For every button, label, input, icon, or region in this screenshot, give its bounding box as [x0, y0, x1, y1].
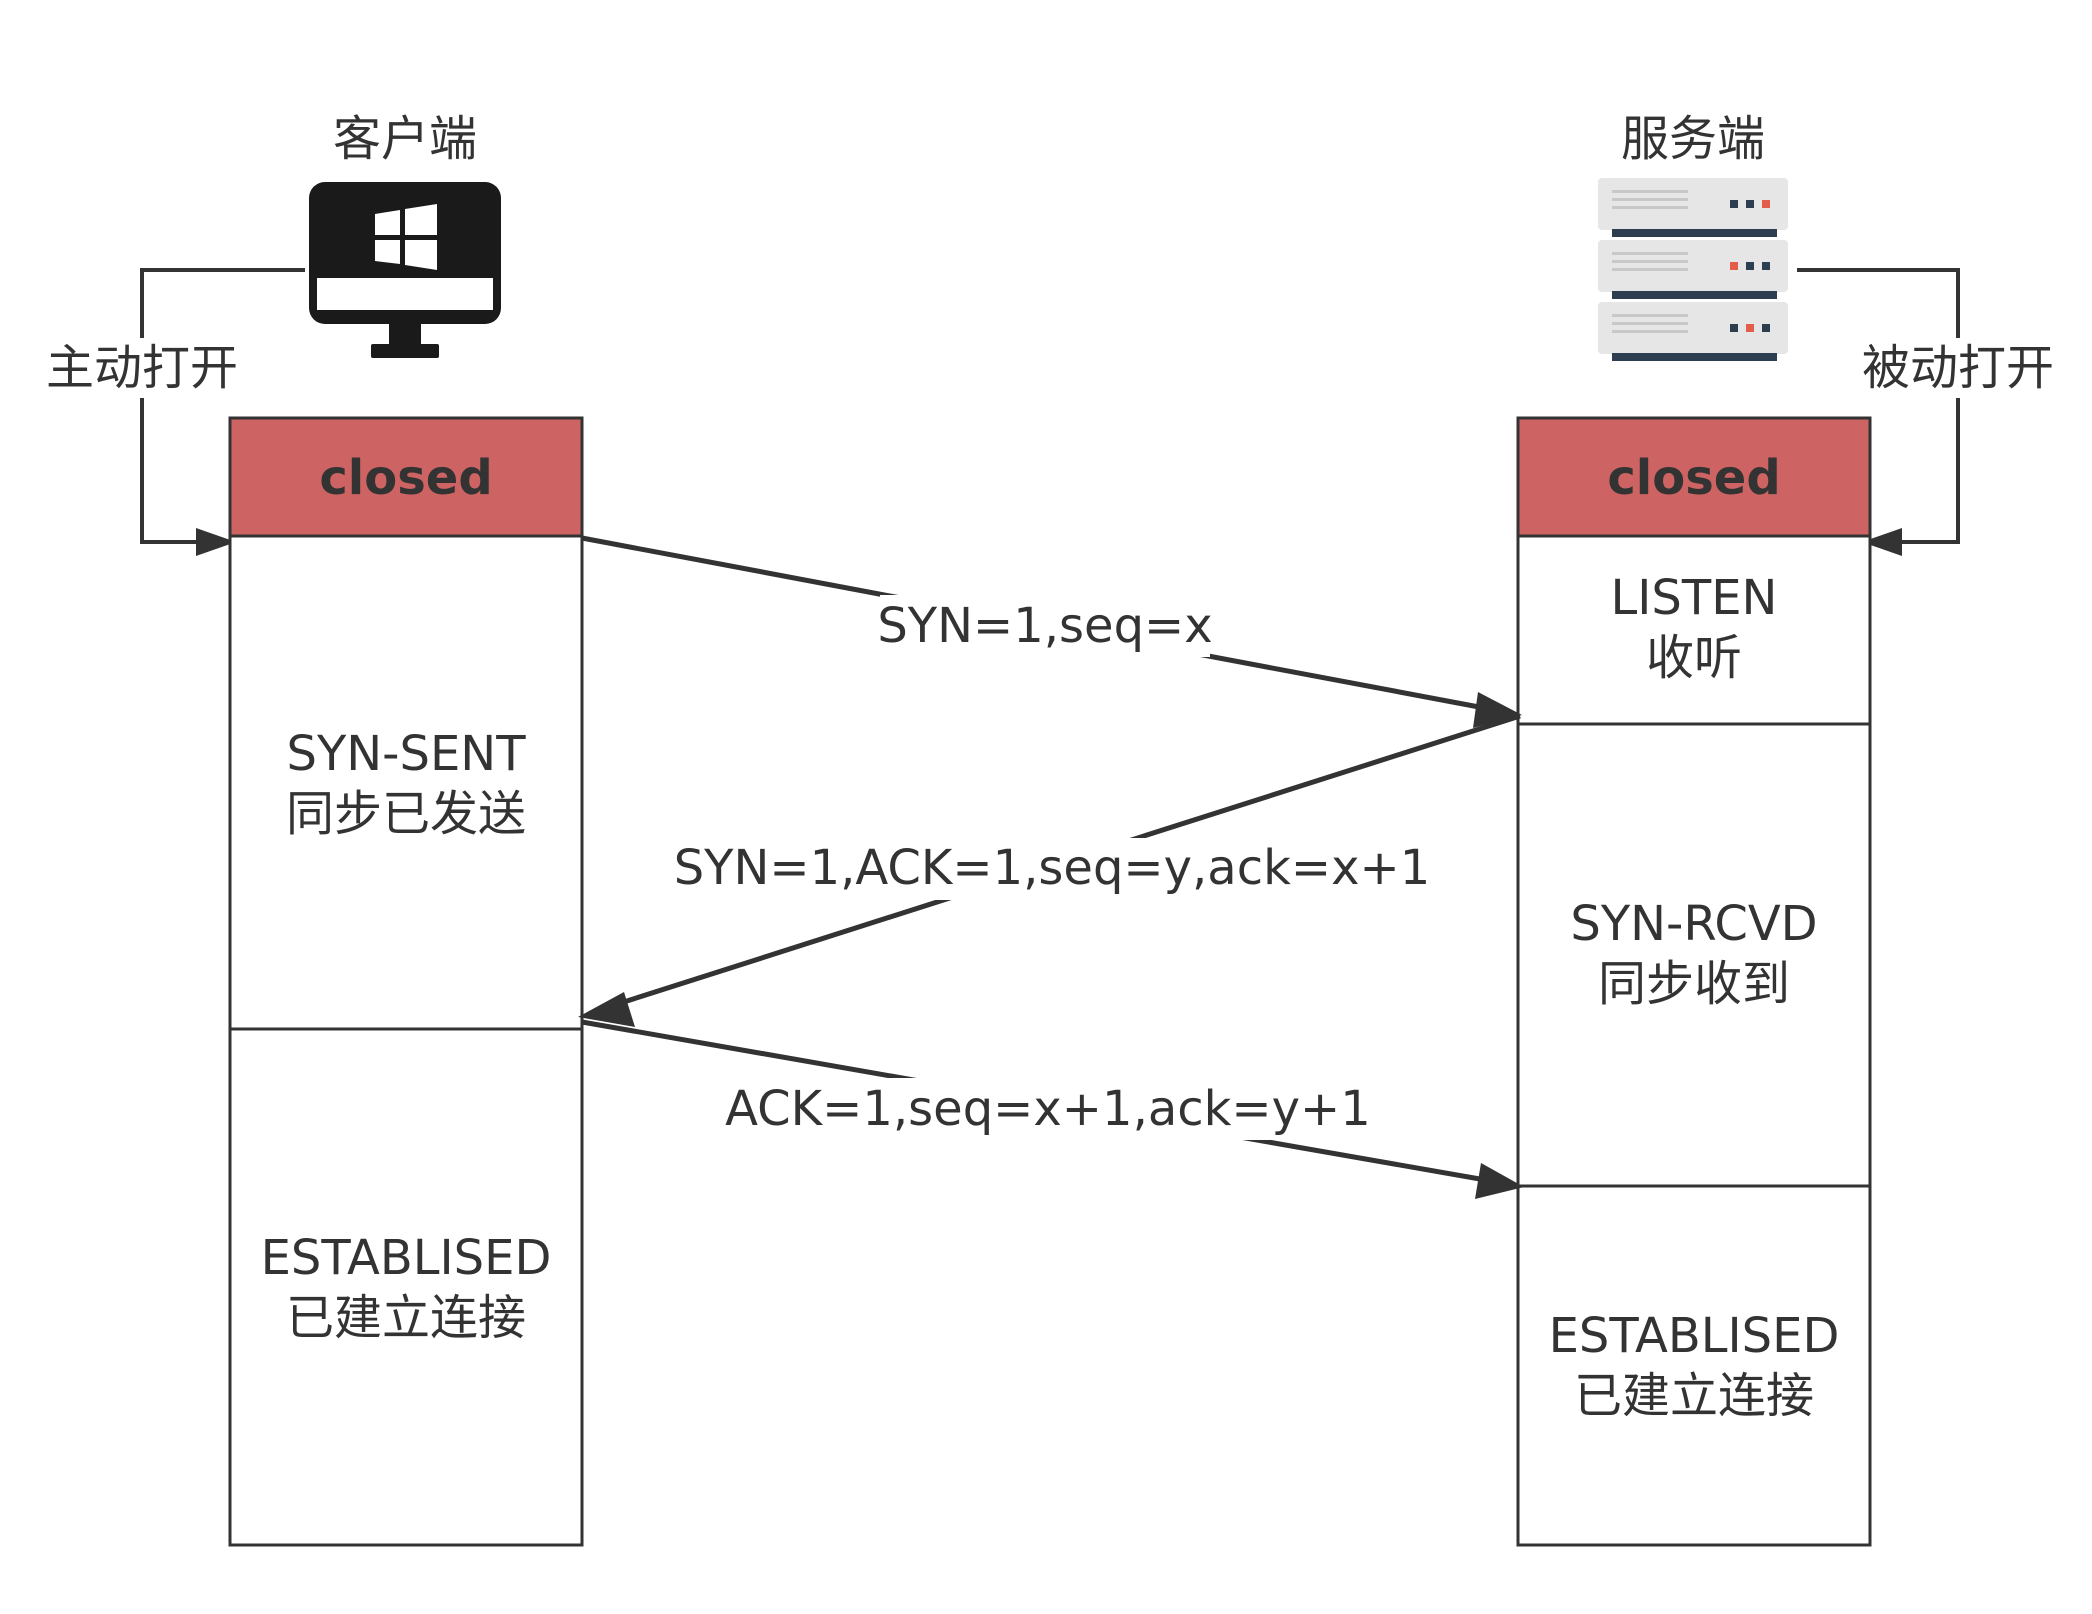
message-syn-ack-label: SYN=1,ACK=1,seq=y,ack=x+1 [674, 840, 1431, 896]
server-rack-icon [1598, 178, 1788, 361]
client-title: 客户端 [333, 111, 477, 167]
client-closed-label: closed [319, 450, 492, 506]
server-state-2-line1: SYN-RCVD [1570, 896, 1817, 952]
server-established-state [1516, 1184, 1872, 1547]
server-state-3-line1: ESTABLISED [1549, 1308, 1840, 1364]
message-ack-label: ACK=1,seq=x+1,ack=y+1 [725, 1081, 1371, 1137]
server-title: 服务端 [1621, 111, 1765, 167]
server-state-3-line2: 已建立连接 [1574, 1368, 1814, 1424]
active-open-connector [140, 268, 305, 556]
server-closed-label: closed [1607, 450, 1780, 506]
server-state-column: closed LISTEN 收听 SYN-RCVD 同步收到 ESTABLISE… [1516, 416, 1872, 1547]
windows-monitor-icon [309, 182, 501, 358]
client-established-state [228, 1027, 584, 1547]
client-state-2-line2: 已建立连接 [286, 1290, 526, 1346]
server-state-2-line2: 同步收到 [1598, 956, 1790, 1012]
client-state-1-line1: SYN-SENT [286, 726, 526, 782]
client-state-1-line2: 同步已发送 [286, 786, 526, 842]
active-open-label: 主动打开 [46, 340, 238, 396]
passive-open-label: 被动打开 [1862, 340, 2054, 396]
passive-open-connector [1797, 268, 1960, 556]
client-state-2-line1: ESTABLISED [261, 1230, 552, 1286]
client-syn-sent-state [228, 534, 584, 1031]
client-closed-state [228, 416, 584, 538]
server-state-1-line1: LISTEN [1611, 570, 1778, 626]
message-syn-label: SYN=1,seq=x [877, 598, 1212, 654]
client-state-column: closed SYN-SENT 同步已发送 ESTABLISED 已建立连接 [228, 416, 584, 1547]
server-state-1-line2: 收听 [1646, 630, 1742, 686]
server-syn-rcvd-state [1516, 722, 1872, 1188]
